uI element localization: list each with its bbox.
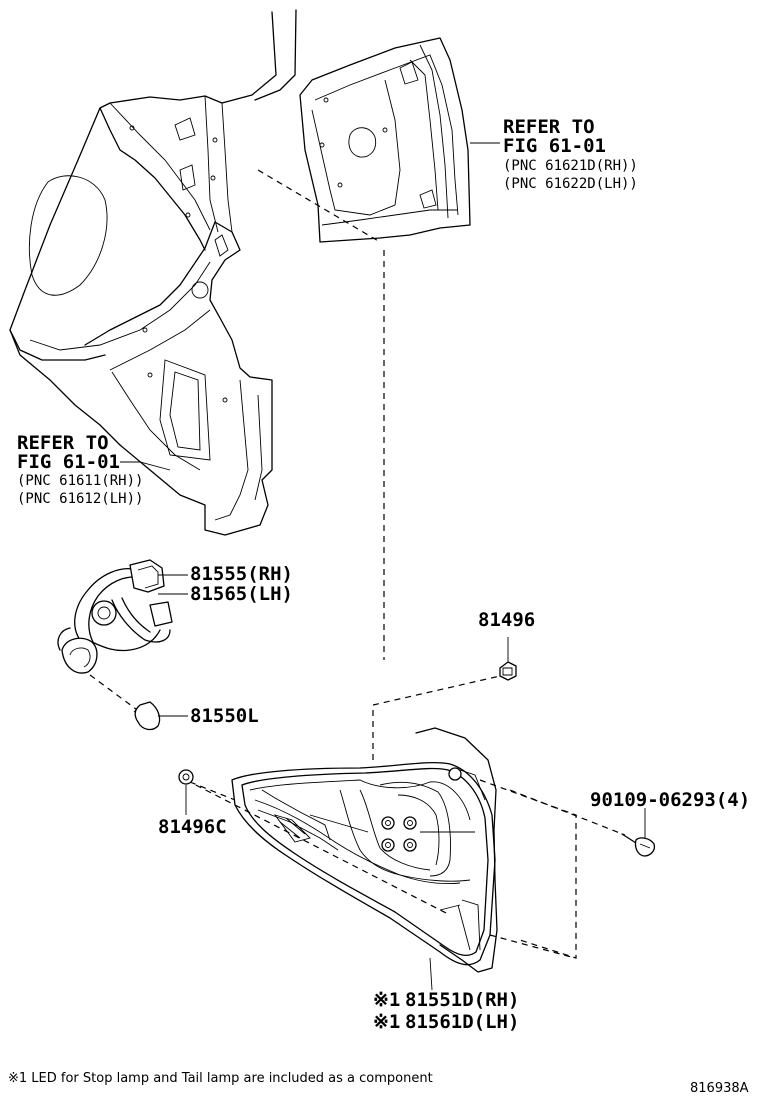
- refer-left-line3: (PNC 61611(RH)): [17, 473, 144, 489]
- clip-left-part-number: 81496C: [158, 816, 227, 838]
- screw-90109: [621, 833, 656, 857]
- refer-top-line1: REFER TO: [503, 116, 595, 138]
- refer-left-line4: (PNC 61612(LH)): [17, 491, 144, 507]
- lamp-mark-rh: ※1: [373, 989, 401, 1011]
- bulb-part-number: 81550L: [190, 705, 259, 727]
- back-panel-piece: [299, 37, 471, 243]
- lamp-part-rh: 81551D(RH): [405, 989, 520, 1011]
- socket-wire-harness: [57, 559, 173, 674]
- rear-combination-lamp: [231, 727, 498, 973]
- refer-left-line1: REFER TO: [17, 432, 109, 454]
- socket-part-rh: 81555(RH): [190, 563, 293, 585]
- leader-lines: [120, 142, 646, 991]
- install-lines: [89, 169, 626, 959]
- socket-part-lh: 81565(LH): [190, 583, 293, 605]
- refer-top-line4: (PNC 61622D(LH)): [503, 176, 638, 192]
- quarter-panel-inner: [9, 9, 297, 536]
- clip-81496c: [178, 769, 194, 785]
- refer-top-line2: FIG 61-01: [503, 135, 606, 157]
- lamp-mark-lh: ※1: [373, 1011, 401, 1033]
- lamp-part-lh: 81561D(LH): [405, 1011, 520, 1033]
- wedge-bulb: [133, 701, 161, 731]
- screw-part-number: 90109-06293(4): [590, 789, 751, 811]
- refer-top-line3: (PNC 61621D(RH)): [503, 158, 638, 174]
- diagram-id: 816938A: [690, 1081, 749, 1096]
- clip-top-part-number: 81496: [478, 609, 536, 631]
- refer-left-line2: FIG 61-01: [17, 451, 120, 473]
- clip-81496: [499, 661, 517, 681]
- footnote: ※1 LED for Stop lamp and Tail lamp are i…: [8, 1071, 433, 1086]
